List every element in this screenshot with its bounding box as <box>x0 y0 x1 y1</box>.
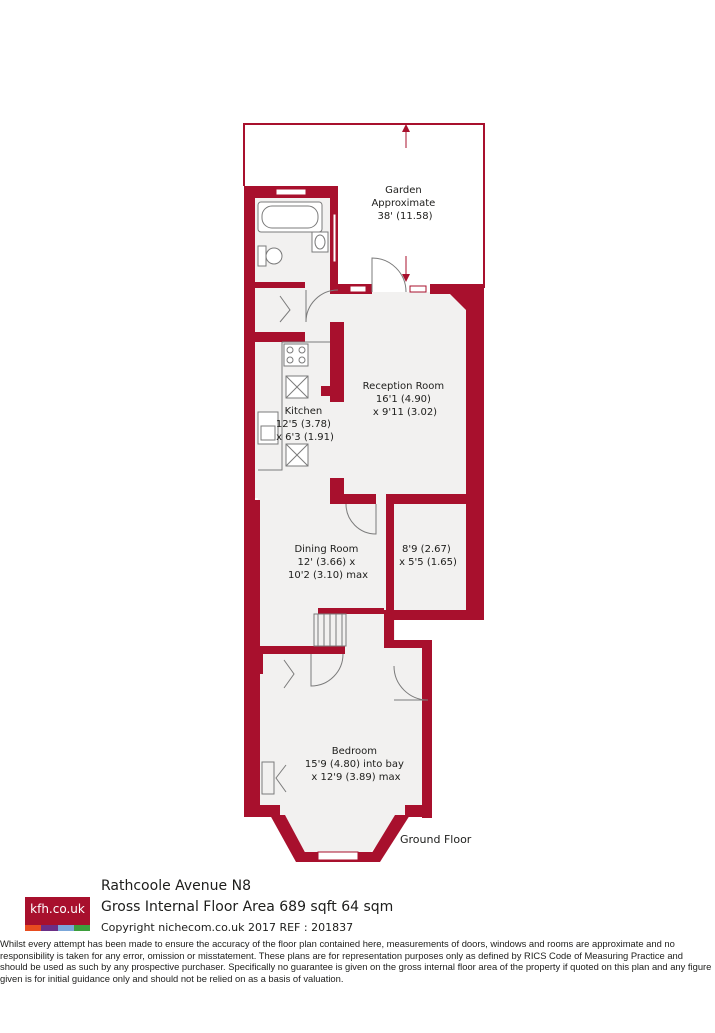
copyright-text: Copyright nichecom.co.uk 2017 REF : 2018… <box>101 921 354 934</box>
logo-stripe <box>57 925 74 931</box>
bath-icon <box>257 201 323 233</box>
toilet-icon <box>257 245 283 267</box>
dining-room-label: Dining Room 12' (3.66) x 10'2 (3.10) max <box>288 544 368 581</box>
kfh-logo: kfh.co.uk <box>25 897 90 931</box>
property-title: Rathcoole Avenue N8 <box>101 878 251 894</box>
floor-area-text: Gross Internal Floor Area 689 sqft 64 sq… <box>101 899 394 915</box>
hob-icon <box>283 343 309 367</box>
logo-text: kfh.co.uk <box>30 902 85 916</box>
bedroom-label: Bedroom 15'9 (4.80) into bay x 12'9 (3.8… <box>305 746 407 783</box>
logo-stripe <box>25 925 42 931</box>
stairs-icon <box>313 613 347 647</box>
garden-label: Garden Approximate 38' (11.58) <box>371 185 438 222</box>
appliance-icon <box>285 375 309 467</box>
disclaimer-text: Whilst every attempt has been made to en… <box>0 938 712 984</box>
logo-stripe <box>41 925 58 931</box>
garden-arrow-icon <box>402 124 410 132</box>
logo-stripes <box>25 925 90 931</box>
basin-icon <box>311 231 329 253</box>
kitchen-label: Kitchen 12'5 (3.78) x 6'3 (1.91) <box>276 406 334 443</box>
garden-outline <box>243 123 485 288</box>
sink-icon <box>257 411 279 445</box>
reception-room-label: Reception Room 16'1 (4.90) x 9'11 (3.02) <box>363 381 448 418</box>
outer-walls <box>244 186 484 862</box>
kitchen-worktop <box>258 341 330 471</box>
windows <box>275 188 427 861</box>
door-swings <box>305 257 429 701</box>
garden-arrow-icon-bottom <box>402 274 410 282</box>
inner-walls <box>255 282 466 674</box>
store-label: 8'9 (2.67) x 5'5 (1.65) <box>399 544 457 568</box>
logo-stripe <box>73 925 90 931</box>
floor-label: Ground Floor <box>400 833 472 846</box>
cupboard-doors <box>261 295 295 795</box>
floor-plan: Garden Approximate 38' (11.58) Reception… <box>243 123 485 862</box>
